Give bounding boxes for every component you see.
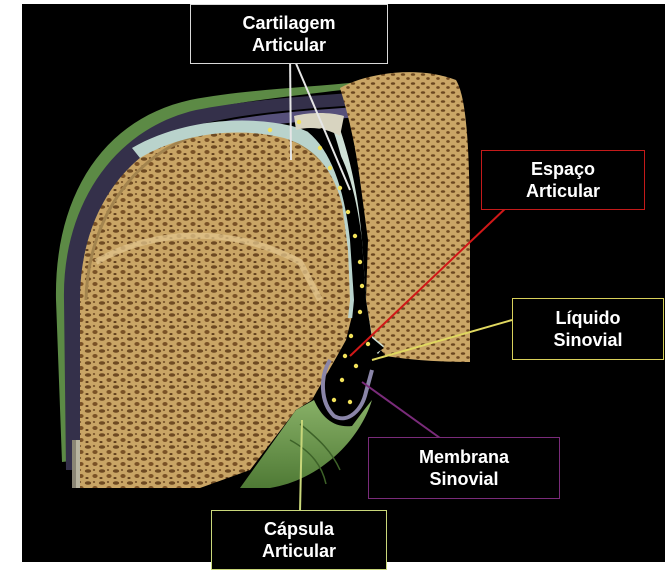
label-espaco-articular: Espaço Articular — [481, 150, 645, 210]
label-cartilagem-line1: Cartilagem — [242, 12, 335, 34]
pointer-cartilagem — [290, 52, 291, 160]
label-membrana-line2: Sinovial — [429, 468, 498, 490]
label-liquido-line2: Sinovial — [553, 329, 622, 351]
label-espaco-line1: Espaço — [531, 158, 595, 180]
label-membrana-sinovial: Membrana Sinovial — [368, 437, 560, 499]
label-membrana-line1: Membrana — [419, 446, 509, 468]
label-capsula-line1: Cápsula — [264, 518, 334, 540]
label-espaco-line2: Articular — [526, 180, 600, 202]
label-capsula-line2: Articular — [262, 540, 336, 562]
label-liquido-sinovial: Líquido Sinovial — [512, 298, 664, 360]
label-capsula-articular: Cápsula Articular — [211, 510, 387, 570]
label-cartilagem-articular: Cartilagem Articular — [190, 4, 388, 64]
label-liquido-line1: Líquido — [556, 307, 621, 329]
label-cartilagem-line2: Articular — [252, 34, 326, 56]
